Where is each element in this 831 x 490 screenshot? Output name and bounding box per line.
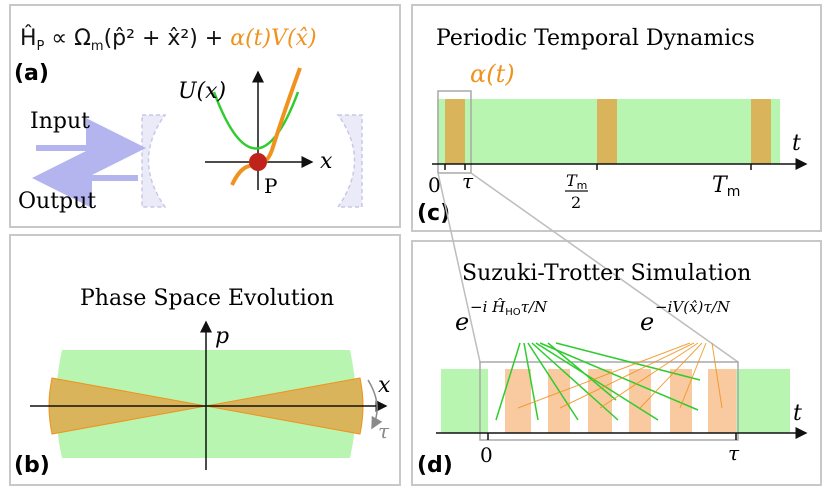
panel-d-label: (d): [417, 453, 453, 478]
trotter-tick-0: 0: [480, 443, 493, 467]
alpha-pulse-2: [597, 99, 617, 164]
svg-text:2: 2: [571, 193, 581, 212]
svg-text:Tm: Tm: [566, 171, 587, 192]
phase-space-x-label: x: [378, 373, 391, 398]
input-label: Input: [30, 109, 90, 134]
tick-half-period-label: Tm 2: [565, 171, 588, 212]
panel-b-label: (b): [14, 453, 50, 478]
potential-exponential-label: e −iV(x̂)τ/N: [640, 298, 731, 336]
alpha-pulse-3: [751, 99, 771, 164]
svg-text:−iV(x̂)τ/N: −iV(x̂)τ/N: [655, 298, 731, 316]
point-p-label: P: [264, 174, 277, 198]
trotter-t-label: t: [793, 401, 802, 426]
green-potential-curve: [212, 91, 300, 150]
phase-space-tau-label: τ: [378, 419, 390, 443]
trotter-zoom-box: [479, 361, 739, 441]
tick-period-label: Tm: [712, 173, 740, 200]
svg-text:e: e: [455, 308, 469, 336]
panel-b-title: Phase Space Evolution: [80, 286, 334, 311]
ho-connector-lines: [495, 342, 701, 421]
panel-c-title: Periodic Temporal Dynamics: [436, 26, 755, 51]
trotter-tick-tau: τ: [728, 441, 740, 465]
right-mirror: [336, 114, 363, 208]
panel-a-label: (a): [14, 61, 49, 86]
panel-d-title: Suzuki-Trotter Simulation: [462, 261, 751, 286]
left-mirror: [141, 114, 167, 208]
phase-space-p-label: p: [215, 324, 229, 349]
zoom-box: [437, 90, 472, 174]
orange-potential-curve: [230, 67, 302, 186]
rotation-arrow: [367, 379, 383, 430]
potential-label: U(x): [178, 79, 226, 104]
tick-0-label: 0: [428, 173, 441, 197]
zoom-connector-left: [437, 172, 481, 363]
alpha-pulse-1: [445, 99, 465, 164]
temporal-t-label: t: [792, 131, 801, 156]
potential-connector-lines: [517, 342, 723, 409]
panel-a-formula: ĤP ∝ Ωm(p̂² + x̂²) + α(t)V(x̂): [20, 25, 317, 54]
point-p-dot: [249, 153, 267, 171]
tick-tau-label: τ: [462, 169, 474, 193]
alpha-label: α(t): [470, 60, 515, 88]
svg-text:e: e: [640, 308, 654, 336]
trotter-slices: [488, 369, 736, 433]
ho-exponential-label: e −i ĤHOτ/N: [455, 298, 548, 336]
potential-x-label: x: [320, 149, 333, 174]
svg-text:ĤP ∝ Ωm(p̂² + x̂²) + α(t)V(x̂): ĤP ∝ Ωm(p̂² + x̂²) + α(t)V(x̂): [20, 25, 317, 54]
svg-text:−i ĤHOτ/N: −i ĤHOτ/N: [470, 298, 548, 318]
output-label: Output: [18, 189, 96, 214]
zoom-connector-right: [470, 172, 739, 363]
